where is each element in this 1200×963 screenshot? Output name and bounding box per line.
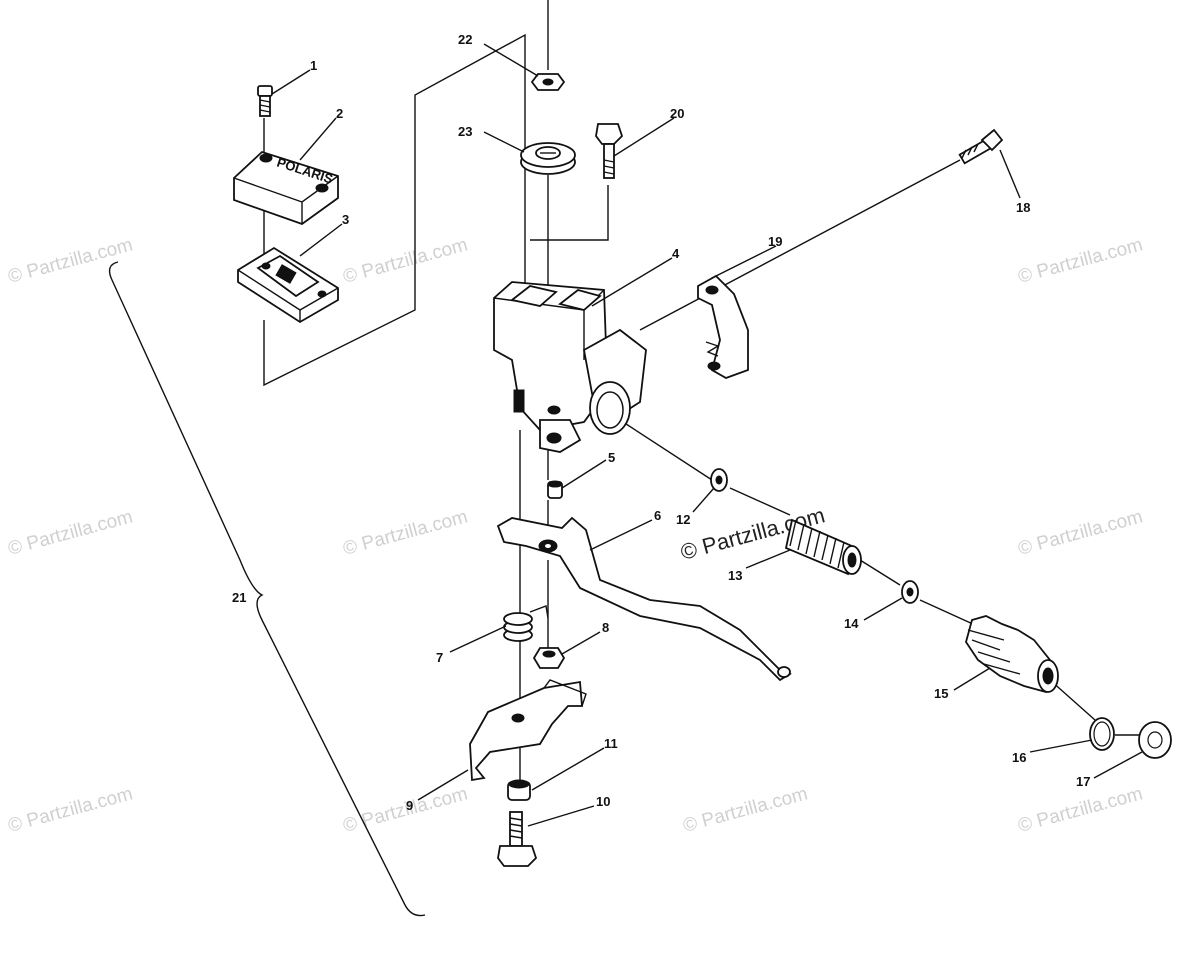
- callout-11: 11: [604, 736, 618, 751]
- callout-5: 5: [608, 450, 615, 465]
- pivot-axis: [919, 599, 976, 626]
- callout-22: 22: [458, 32, 472, 47]
- watermark: © Partzilla.com: [1016, 506, 1145, 559]
- callout-10: 10: [596, 794, 610, 809]
- watermark: © Partzilla.com: [1016, 234, 1145, 287]
- callout-6: 6: [654, 508, 661, 523]
- callout-3: 3: [342, 212, 349, 227]
- part-washer-12: [710, 468, 728, 492]
- leader-lines: [271, 43, 1143, 827]
- part-bolt-20: [595, 123, 624, 179]
- part-ring-16: [1089, 717, 1115, 751]
- callout-12: 12: [676, 512, 690, 527]
- part-bushing-11: [507, 779, 531, 801]
- callout-17: 17: [1076, 774, 1090, 789]
- callout-23: 23: [458, 124, 472, 139]
- watermark: © Partzilla.com: [6, 506, 135, 559]
- part-master-cylinder-4: [493, 281, 647, 453]
- callout-13: 13: [728, 568, 742, 583]
- reservoir-path: [263, 33, 526, 387]
- pivot-axis: [729, 487, 791, 516]
- watermark: © Partzilla.com: [341, 234, 470, 287]
- callout-2: 2: [336, 106, 343, 121]
- callout-labels: 1 2 3 4 5 6 7 8 9 10 11 12 13 14 15 16 1…: [232, 32, 1090, 813]
- part-nut-8: [532, 647, 566, 669]
- watermark: © Partzilla.com: [681, 783, 810, 836]
- callout-21: 21: [232, 590, 246, 605]
- part-nut-22: [530, 73, 566, 91]
- watermark: © Partzilla.com: [6, 783, 135, 836]
- callout-14: 14: [844, 616, 859, 631]
- part-spring-13: [784, 518, 862, 576]
- callout-18: 18: [1016, 200, 1030, 215]
- part-cover-2: POLARIS: [233, 150, 339, 226]
- part-washer-17: [1138, 721, 1172, 759]
- part-diaphragm-3: [237, 246, 339, 324]
- callout-8: 8: [602, 620, 609, 635]
- assembly-bracket: [108, 261, 426, 917]
- assembly-lines: [263, 0, 1145, 780]
- part-bolt-18: [958, 128, 1004, 165]
- watermark: © Partzilla.com: [341, 506, 470, 559]
- callout-4: 4: [672, 246, 680, 261]
- part-spring-7: [503, 605, 549, 642]
- callout-19: 19: [768, 234, 782, 249]
- callout-9: 9: [406, 798, 413, 813]
- callout-7: 7: [436, 650, 443, 665]
- callout-16: 16: [1012, 750, 1026, 765]
- part-boot-23: [520, 142, 576, 175]
- watermark: © Partzilla.com: [6, 234, 135, 287]
- part-washer-14: [901, 580, 919, 604]
- part-boot-15: [965, 615, 1059, 694]
- part-screw-1: [257, 85, 273, 117]
- pivot-axis: [859, 559, 901, 586]
- watermark: © Partzilla.com: [1016, 783, 1145, 836]
- bolt-20-path: [530, 185, 609, 241]
- part-clamp-19: [697, 274, 749, 379]
- part-bolt-10: [497, 811, 538, 867]
- clamp-bolt-axis: [639, 159, 961, 331]
- pivot-axis: [619, 419, 713, 481]
- pivot-axis: [1049, 679, 1096, 721]
- callout-15: 15: [934, 686, 948, 701]
- callout-20: 20: [670, 106, 684, 121]
- part-lever-6: [496, 516, 792, 682]
- callout-1: 1: [310, 58, 317, 73]
- part-bushing-5: [547, 480, 563, 499]
- part-switch-bracket-9: [469, 679, 587, 782]
